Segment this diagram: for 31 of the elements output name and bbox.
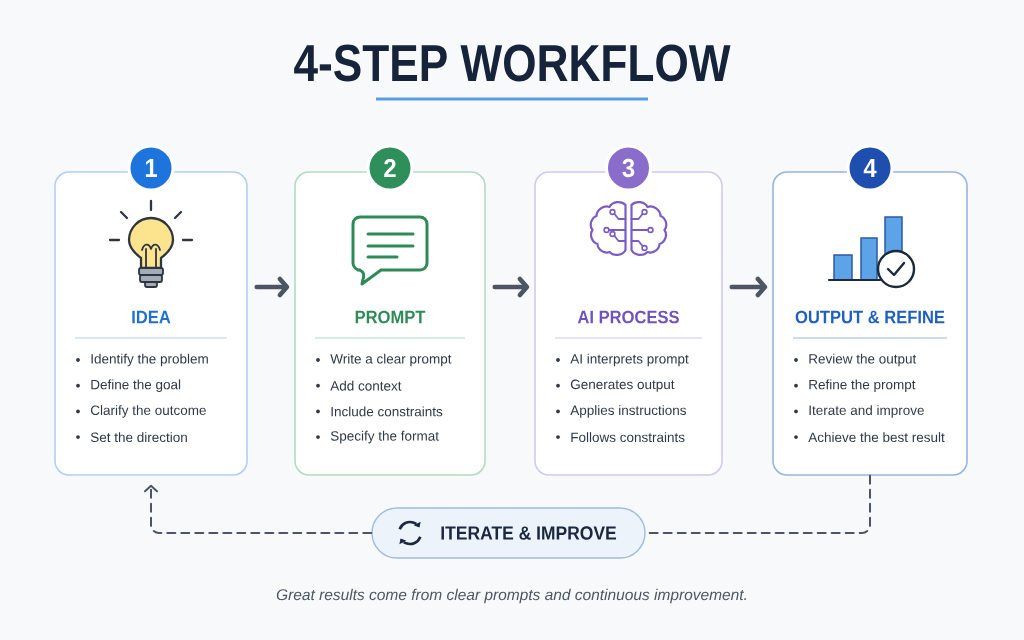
title: 4-STEP WORKFLOW xyxy=(294,44,731,82)
step-number-badge: 4 xyxy=(846,144,894,192)
list-item: Write a clear prompt xyxy=(330,353,452,367)
list-item: Identify the problem xyxy=(91,353,208,367)
list-item: Clarify the outcome xyxy=(90,405,206,418)
step-title: PROMPT xyxy=(355,310,426,324)
list-item: Review the output xyxy=(809,353,917,367)
step-number-badge: 3 xyxy=(605,144,652,192)
list-item: Define the goal xyxy=(91,379,181,392)
list-item: Follows constraints xyxy=(571,432,685,443)
step-number-badge: 2 xyxy=(366,144,414,192)
step-number-badge: 1 xyxy=(127,144,175,192)
list-item: Achieve the best result xyxy=(808,432,945,443)
list-item: Specify the format xyxy=(330,430,439,444)
list-item: AI interprets prompt xyxy=(570,353,689,367)
list-item: Include constraints xyxy=(331,406,443,417)
step-title: OUTPUT & REFINE xyxy=(795,310,945,324)
pill-label: ITERATE & IMPROVE xyxy=(371,507,646,559)
arrow xyxy=(254,276,290,298)
arrow xyxy=(729,276,768,298)
step-title: AI PROCESS xyxy=(577,310,679,324)
list-item: Add context xyxy=(330,380,402,391)
list-item: Applies instructions xyxy=(570,405,686,418)
list-item: Refine the prompt xyxy=(809,379,916,392)
list-item: Set the direction xyxy=(90,432,187,443)
list-item: Iterate and improve xyxy=(809,405,924,418)
caption: Great results come from clear prompts and continuous improvement. xyxy=(276,588,746,604)
arrow xyxy=(492,276,530,298)
list-item: Generates output xyxy=(570,379,675,392)
step-title: IDEA xyxy=(132,310,171,324)
dashed-arrow xyxy=(144,484,373,534)
